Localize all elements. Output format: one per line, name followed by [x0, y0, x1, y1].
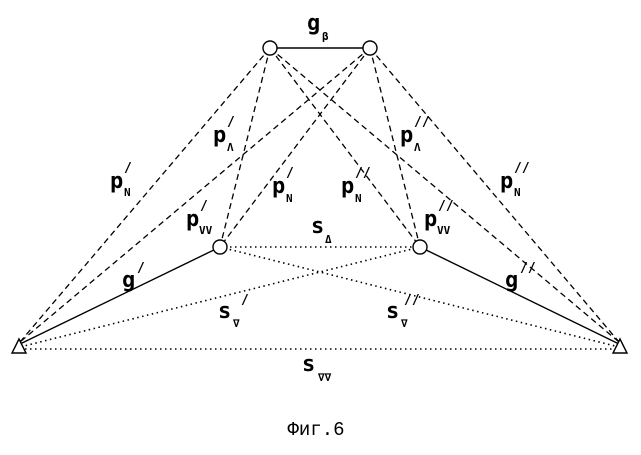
svg-text:p: p	[110, 169, 123, 194]
svg-text:VV: VV	[437, 224, 451, 237]
figure-caption: Фиг.6	[287, 419, 344, 441]
dotted-edges	[19, 246, 620, 350]
label-p-n1b: p / Ν	[272, 166, 294, 205]
edge-top-right-to-left-triangle	[19, 47, 371, 343]
label-p-n1: p / Ν	[110, 161, 132, 199]
svg-text:p: p	[341, 174, 354, 199]
svg-text:/: /	[286, 166, 294, 181]
label-p-n2b: p // Ν	[341, 166, 371, 205]
node-top-right	[362, 40, 378, 56]
svg-text://: //	[414, 115, 430, 130]
svg-text://: //	[355, 166, 371, 181]
svg-text:Λ: Λ	[414, 141, 421, 154]
label-g-right: g //	[505, 261, 536, 293]
svg-text:s: s	[386, 299, 399, 324]
edge-top-left-to-right-triangle	[269, 47, 620, 343]
svg-text:s: s	[302, 352, 315, 377]
label-s-nabla2: s // ∇	[386, 293, 420, 330]
edge-top-left-to-left-triangle	[19, 47, 271, 343]
node-left-triangle	[10, 337, 28, 354]
label-p-n2: p // Ν	[500, 161, 530, 199]
svg-text:g: g	[505, 268, 518, 293]
edge-left-triangle-to-mid-left	[19, 246, 221, 345]
svg-text:s: s	[218, 299, 231, 324]
svg-text://: //	[514, 161, 530, 176]
svg-text:/: /	[227, 115, 235, 130]
dashed-edges	[19, 47, 620, 343]
label-p-vv2: p // VV	[424, 199, 454, 237]
edge-top-left-to-mid-left	[219, 47, 271, 248]
edge-top-right-to-right-triangle	[369, 47, 620, 343]
svg-text:VV: VV	[199, 224, 213, 237]
nodes	[10, 40, 629, 354]
svg-text:g: g	[307, 11, 320, 36]
svg-text:p: p	[272, 174, 285, 199]
label-s-delta: s Δ	[311, 214, 332, 246]
edge-mid-left-to-right-triangle	[219, 246, 620, 348]
edge-top-left-to-mid-right	[269, 47, 421, 248]
svg-text://: //	[438, 199, 454, 214]
label-g-left: g /	[122, 261, 145, 293]
svg-text:p: p	[186, 207, 199, 232]
svg-text:∇: ∇	[400, 317, 408, 330]
label-p-vv1: p / VV	[186, 199, 213, 237]
label-g-beta: g β	[307, 11, 329, 43]
svg-text:Λ: Λ	[227, 141, 234, 154]
svg-text:∇: ∇	[232, 317, 240, 330]
label-p-l1: p / Λ	[213, 115, 235, 154]
svg-text:/: /	[200, 199, 208, 214]
label-p-l2: p // Λ	[400, 115, 430, 154]
svg-text:∇∇: ∇∇	[317, 371, 332, 384]
svg-text:/: /	[124, 161, 132, 176]
svg-text:p: p	[213, 123, 226, 148]
svg-text:g: g	[122, 268, 135, 293]
solid-edges	[19, 47, 620, 345]
svg-text:/: /	[137, 261, 145, 276]
svg-text:p: p	[500, 169, 513, 194]
edge-mid-right-to-right-triangle	[419, 246, 620, 345]
edge-top-right-to-mid-right	[369, 47, 421, 248]
node-mid-left	[212, 239, 228, 255]
svg-text:p: p	[400, 123, 413, 148]
svg-text:Δ: Δ	[325, 233, 332, 246]
label-s-vv: s ∇∇	[302, 352, 332, 384]
svg-text:Ν: Ν	[124, 186, 131, 199]
svg-text://: //	[520, 261, 536, 276]
node-top-left	[262, 40, 278, 56]
svg-text://: //	[404, 293, 420, 308]
edge-top-right-to-mid-left	[219, 47, 371, 248]
svg-text:β: β	[322, 30, 329, 43]
svg-text:Ν: Ν	[286, 192, 293, 205]
svg-text:s: s	[311, 214, 324, 239]
svg-text:/: /	[241, 293, 249, 308]
label-s-nabla1: s / ∇	[218, 293, 249, 330]
svg-text:Ν: Ν	[514, 186, 521, 199]
edge-mid-right-to-left-triangle	[19, 246, 421, 348]
svg-text:p: p	[424, 207, 437, 232]
node-right-triangle	[611, 337, 629, 354]
node-mid-right	[412, 239, 428, 255]
svg-text:Ν: Ν	[355, 192, 362, 205]
